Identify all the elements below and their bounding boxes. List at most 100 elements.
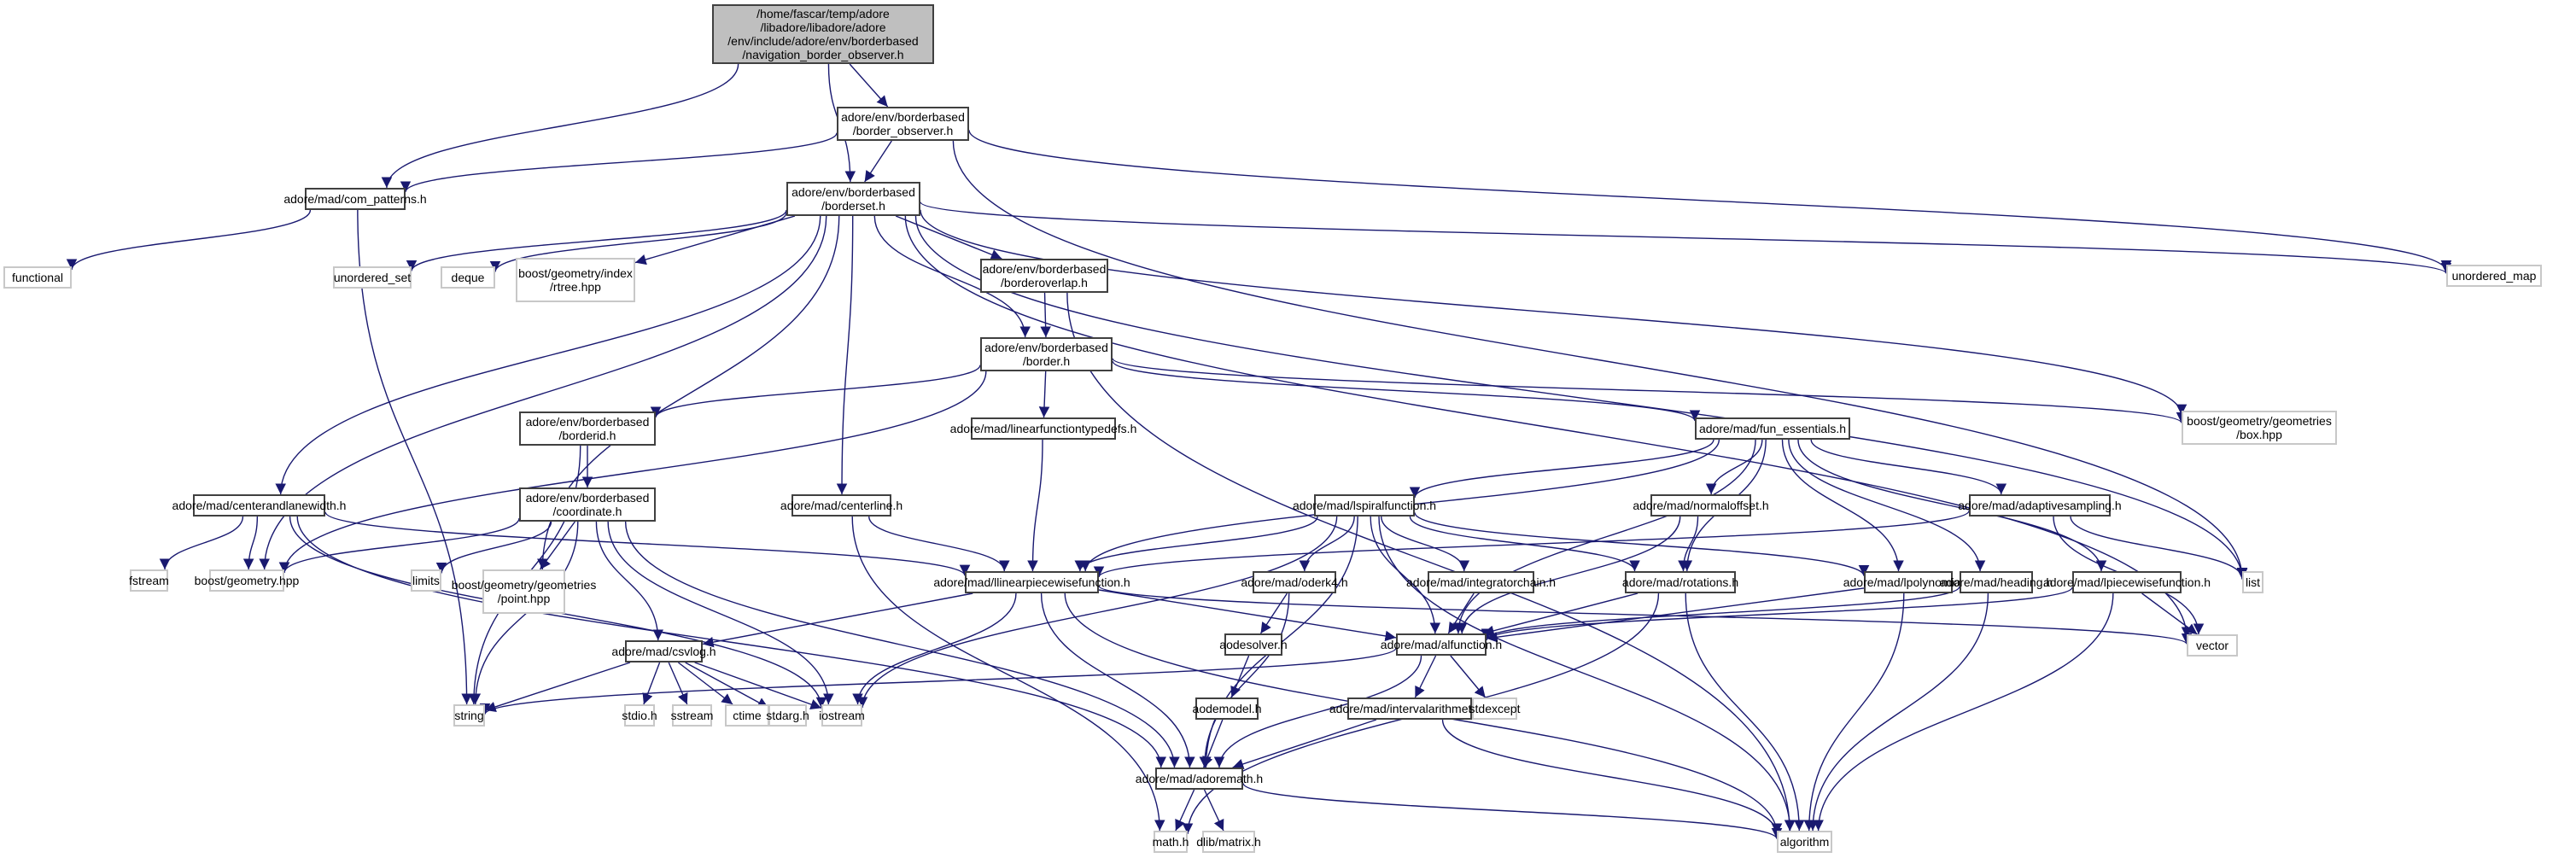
edge-centerandlanewidth-to-boost-geometry: [242, 516, 259, 570]
graph-node-csvlog[interactable]: adore/mad/csvlog.h: [611, 640, 716, 662]
edge-aodemodel-to-adoremath: [1202, 719, 1224, 768]
graph-node-root: /home/fascar/temp/adore/libadore/libador…: [712, 4, 934, 64]
edge-border-to-fun-essentials: [1112, 360, 1701, 422]
node-label-line: adore/mad/lspiralfunction.h: [1292, 499, 1437, 512]
graph-node-borderid[interactable]: adore/env/borderbased/borderid.h: [519, 411, 656, 446]
edge-centerline-to-llinearpiecewisefunction: [868, 516, 1010, 572]
node-label-line: adore/mad/adaptivesampling.h: [1958, 499, 2122, 512]
edge-llinearpiecewisefunction-to-adoremath: [1040, 592, 1195, 768]
edge-rotations-to-algorithm: [1685, 592, 1805, 832]
edge-alfunction-to-string: [480, 647, 1397, 715]
graph-node-adaptivesampling[interactable]: adore/mad/adaptivesampling.h: [1958, 494, 2122, 517]
node-label-line: adore/mad/adoremath.h: [1135, 772, 1264, 785]
graph-node-stdexcept: stdexcept: [1469, 697, 1520, 720]
node-label-line: functional: [12, 271, 63, 284]
node-label-line: adore/mad/fun_essentials.h: [1699, 422, 1846, 435]
edge-border-to-linearfunctiontypedefs: [1038, 371, 1050, 418]
graph-node-fun-essentials[interactable]: adore/mad/fun_essentials.h: [1695, 417, 1850, 440]
graph-node-algorithm: algorithm: [1777, 831, 1832, 853]
graph-node-integratorchain[interactable]: adore/mad/integratorchain.h: [1406, 571, 1556, 593]
graph-node-alfunction[interactable]: adore/mad/alfunction.h: [1381, 633, 1502, 656]
edge-alfunction-to-adoremath: [1213, 655, 1422, 768]
graph-node-lspiralfunction[interactable]: adore/mad/lspiralfunction.h: [1293, 494, 1436, 517]
graph-node-aodemodel[interactable]: aodemodel.h: [1193, 697, 1261, 720]
edge-intervalarithmetic-to-adoremath: [1232, 719, 1377, 770]
graph-node-border[interactable]: adore/env/borderbased/border.h: [980, 337, 1113, 371]
edge-lspiralfunction-to-oderk4: [1299, 516, 1355, 572]
graph-node-oderk4[interactable]: adore/mad/oderk4.h: [1241, 571, 1348, 593]
node-label-line: aodesolver.h: [1219, 638, 1288, 651]
edge-llinearpiecewisefunction-to-csvlog: [702, 592, 973, 648]
edge-adoremath-to-dlib-matrix: [1203, 789, 1224, 832]
graph-node-ctime: ctime: [725, 704, 769, 727]
node-label-line: /border_observer.h: [852, 124, 954, 137]
graph-node-iostream: iostream: [819, 704, 865, 727]
edge-alfunction-to-stdexcept: [1450, 655, 1487, 698]
graph-node-aodesolver[interactable]: aodesolver.h: [1219, 633, 1288, 656]
edge-csvlog-to-string: [484, 662, 631, 712]
graph-node-linearfunctiontypedefs[interactable]: adore/mad/linearfunctiontypedefs.h: [950, 417, 1136, 440]
edge-border-to-boost-geometry: [278, 371, 987, 574]
edge-alfunction-to-intervalarithmetic: [1414, 655, 1437, 698]
edge-borderset-to-border: [873, 215, 1031, 338]
graph-node-vector: vector: [2187, 634, 2238, 657]
graph-node-lpiecewisefunction[interactable]: adore/mad/lpiecewisefunction.h: [2043, 571, 2211, 593]
graph-node-borderset[interactable]: adore/env/borderbased/borderset.h: [786, 182, 920, 216]
node-label-line: adore/mad/lpiecewisefunction.h: [2042, 575, 2211, 589]
edge-intervalarithmetic-to-algorithm: [1441, 719, 1783, 835]
graph-node-intervalarithmetic[interactable]: adore/mad/intervalarithmetic.h: [1329, 697, 1490, 720]
edge-borderset-to-unordered-map: [920, 201, 2451, 274]
graph-node-unordered-map: unordered_map: [2446, 265, 2542, 287]
node-label-line: adore/mad/csvlog.h: [611, 645, 716, 658]
node-label-line: stdarg.h: [766, 709, 809, 722]
edge-borderset-to-borderoverlap: [895, 215, 1002, 260]
graph-node-stdarg: stdarg.h: [766, 704, 809, 727]
node-label-line: boost/geometry/geometries: [2187, 414, 2332, 428]
graph-node-centerandlanewidth[interactable]: adore/mad/centerandlanewidth.h: [172, 494, 346, 517]
graph-node-sstream: sstream: [671, 704, 713, 727]
graph-node-adoremath[interactable]: adore/mad/adoremath.h: [1136, 768, 1263, 790]
edge-adoremath-to-math: [1175, 789, 1195, 832]
graph-node-deque: deque: [441, 266, 495, 289]
edge-csvlog-to-sstream: [668, 662, 688, 705]
node-label-line: unordered_map: [2451, 269, 2537, 283]
edge-lspiralfunction-to-algorithm: [1378, 516, 1796, 832]
node-label-line: boost/geometry/index: [518, 266, 633, 280]
graph-node-heading[interactable]: adore/mad/heading.h: [1940, 571, 2053, 593]
graph-node-rotations[interactable]: adore/mad/rotations.h: [1622, 571, 1738, 593]
edge-oderk4-to-aodesolver: [1259, 592, 1288, 634]
graph-node-coordinate[interactable]: adore/env/borderbased/coordinate.h: [519, 487, 656, 522]
edge-borderset-to-box: [920, 209, 2188, 416]
node-label-line: adore/mad/centerandlanewidth.h: [172, 499, 347, 512]
edge-borderset-to-centerline: [836, 215, 854, 495]
edge-centerandlanewidth-to-fstream: [159, 516, 244, 570]
edge-oderk4-to-adoremath: [1199, 592, 1290, 768]
edge-integratorchain-to-alfunction: [1447, 592, 1475, 634]
edge-lpiecewisefunction-to-vector: [2141, 592, 2198, 635]
graph-node-border-observer[interactable]: adore/env/borderbased/border_observer.h: [837, 107, 969, 141]
graph-node-rtree: boost/geometry/index/rtree.hpp: [516, 258, 635, 302]
edge-csvlog-to-stdarg: [685, 662, 769, 709]
node-label-line: fstream: [129, 574, 169, 587]
edge-border-observer-to-list: [952, 140, 2248, 579]
edge-border-observer-to-unordered-map: [968, 130, 2452, 271]
edge-fun-essentials-to-heading: [1788, 439, 1986, 572]
edge-fun-essentials-to-lspiralfunction: [1409, 439, 1714, 499]
graph-node-functional: functional: [3, 266, 72, 289]
graph-node-centerline[interactable]: adore/mad/centerline.h: [780, 494, 902, 517]
edge-com-patterns-to-functional: [66, 209, 312, 271]
node-label-line: adore/env/borderbased: [984, 341, 1108, 354]
node-label-line: list: [2245, 575, 2261, 589]
graph-node-normaloffset[interactable]: adore/mad/normaloffset.h: [1633, 494, 1769, 517]
edge-borderoverlap-to-algorithm: [1066, 292, 1796, 832]
edge-adaptivesampling-to-list: [2070, 516, 2248, 579]
edge-fun-essentials-to-lpiecewisefunction: [1797, 439, 2107, 572]
graph-node-com-patterns[interactable]: adore/mad/com_patterns.h: [283, 188, 427, 210]
node-label-line: boost/geometry/geometries: [451, 578, 597, 592]
graph-node-borderoverlap[interactable]: adore/env/borderbased/borderoverlap.h: [980, 259, 1108, 293]
graph-node-lpolynomial[interactable]: adore/mad/lpolynomial.h: [1843, 571, 1973, 593]
graph-node-llinearpiecewisefunction[interactable]: adore/mad/llinearpiecewisefunction.h: [933, 571, 1130, 593]
node-label-line: math.h: [1152, 835, 1189, 849]
edge-root-to-border-observer: [849, 63, 889, 108]
